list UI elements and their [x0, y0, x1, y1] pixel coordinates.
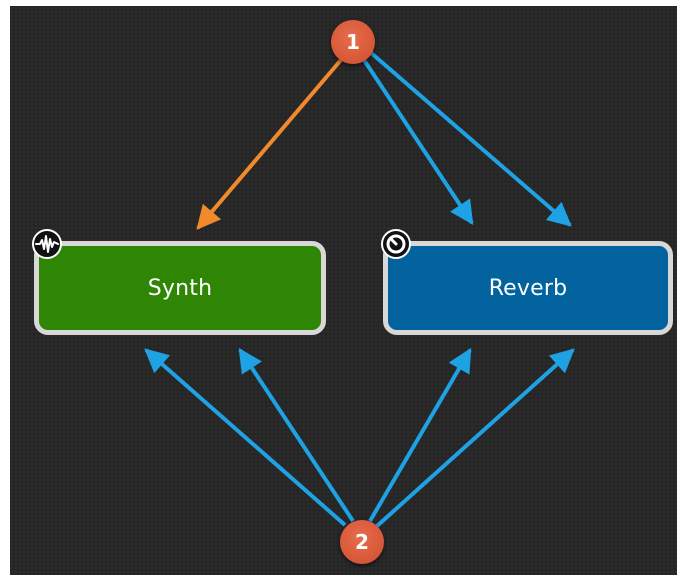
arrow-2-to-reverb-output-a — [368, 347, 472, 523]
arrow-1-to-reverb-input-a — [360, 55, 474, 226]
arrow-2-to-reverb-output-b — [375, 348, 575, 528]
synth-node-label: Synth — [147, 275, 213, 301]
reverb-node-label: Reverb — [488, 275, 568, 301]
callout-badge-2: 2 — [340, 520, 384, 564]
callout-badge-2-label: 2 — [355, 530, 369, 554]
waveform-icon — [32, 229, 62, 259]
synth-node[interactable]: Synth — [34, 241, 326, 335]
callout-badge-1: 1 — [331, 20, 375, 64]
reverb-node[interactable]: Reverb — [383, 241, 673, 335]
knob-icon — [381, 229, 411, 259]
arrow-1-to-reverb-input-b — [368, 50, 572, 227]
callout-badge-1-label: 1 — [346, 30, 360, 54]
arrow-2-to-synth-output-b — [238, 347, 355, 523]
arrow-2-to-synth-output-a — [144, 348, 347, 527]
arrow-1-to-synth — [196, 52, 348, 230]
